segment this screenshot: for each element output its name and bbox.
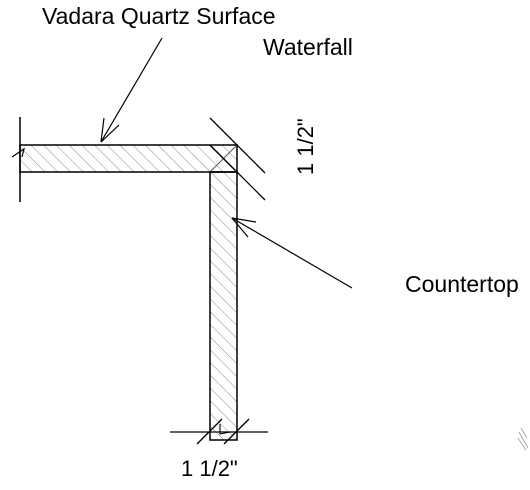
countertop-label: Countertop bbox=[405, 271, 519, 297]
countertop-leader bbox=[231, 217, 353, 289]
left-break-mark bbox=[11, 117, 25, 202]
material-label: Vadara Quartz Surface bbox=[42, 3, 276, 29]
vertical-dimension-ticks bbox=[209, 117, 266, 201]
countertop-section bbox=[19, 144, 238, 441]
waterfall-panel bbox=[209, 171, 238, 441]
vertical-thickness-dimension: 1 1/2" bbox=[293, 118, 318, 175]
material-leader bbox=[100, 37, 163, 143]
waterfall-label: Waterfall bbox=[263, 34, 353, 60]
countertop-slab bbox=[19, 144, 238, 173]
horizontal-thickness-dimension: 1 1/2" bbox=[181, 456, 238, 481]
bottom-dimension-ticks bbox=[170, 418, 268, 445]
corner-mark bbox=[517, 427, 529, 451]
